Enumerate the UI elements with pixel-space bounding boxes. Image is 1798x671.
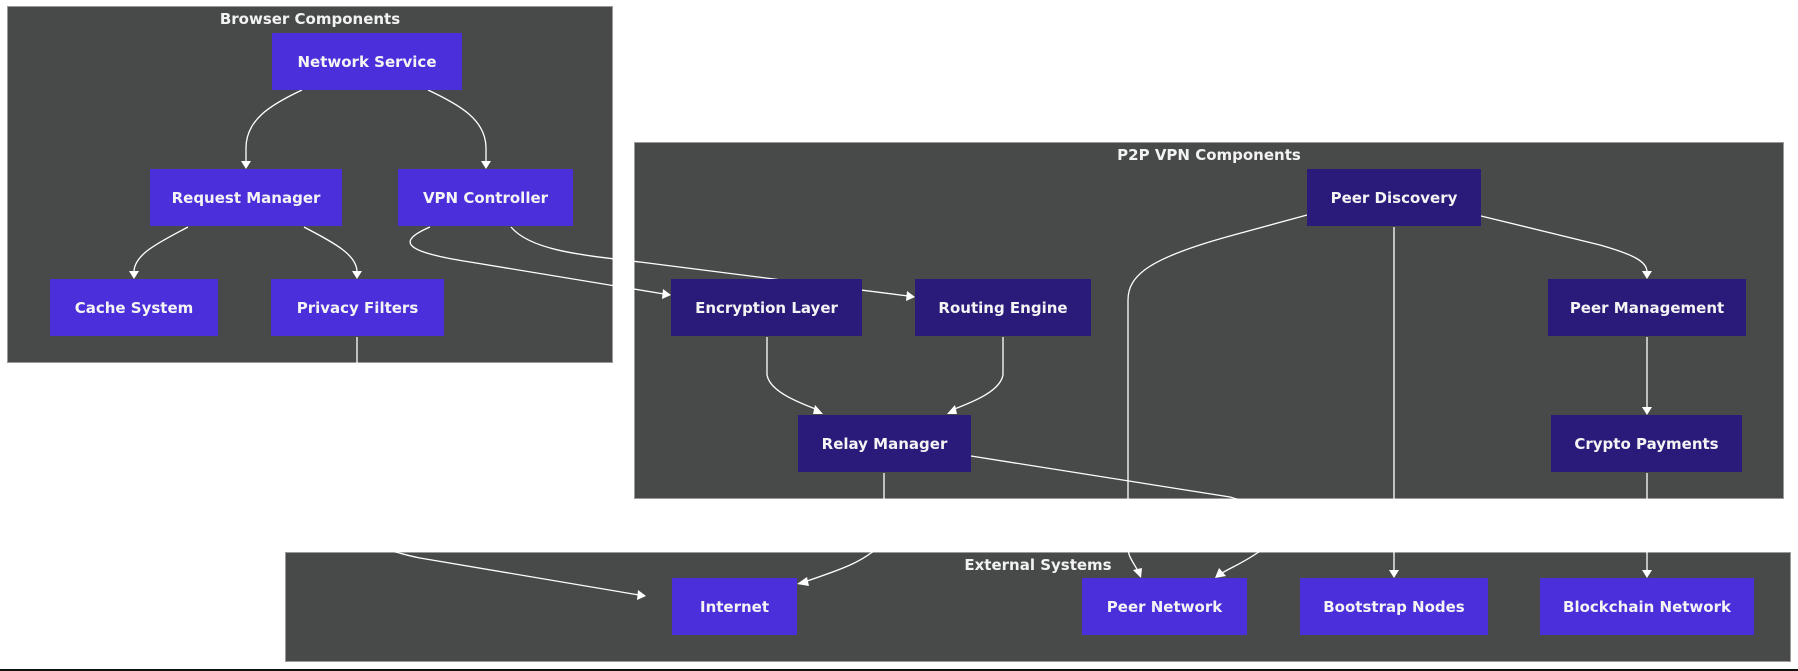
cluster-title-browser: Browser Components xyxy=(219,10,401,28)
node-crypto-payments[interactable]: Crypto Payments xyxy=(1551,415,1742,472)
node-peer-network[interactable]: Peer Network xyxy=(1082,578,1247,635)
node-label: Blockchain Network xyxy=(1563,597,1731,616)
node-label: Peer Network xyxy=(1106,597,1223,616)
node-relay-manager[interactable]: Relay Manager xyxy=(798,415,971,472)
node-privacy-filters[interactable]: Privacy Filters xyxy=(271,279,444,336)
node-encryption-layer[interactable]: Encryption Layer xyxy=(671,279,862,336)
node-blockchain-network[interactable]: Blockchain Network xyxy=(1540,578,1754,635)
node-label: Network Service xyxy=(297,52,437,71)
node-label: Privacy Filters xyxy=(296,298,419,317)
node-label: Relay Manager xyxy=(821,434,948,453)
node-label: Crypto Payments xyxy=(1574,434,1719,453)
node-vpn-controller[interactable]: VPN Controller xyxy=(398,169,573,226)
node-internet[interactable]: Internet xyxy=(672,578,797,635)
bottom-border xyxy=(0,669,1798,671)
node-label: Bootstrap Nodes xyxy=(1323,597,1465,616)
node-request-manager[interactable]: Request Manager xyxy=(150,169,342,226)
node-bootstrap-nodes[interactable]: Bootstrap Nodes xyxy=(1300,578,1488,635)
node-cache-system[interactable]: Cache System xyxy=(50,279,218,336)
node-label: Peer Management xyxy=(1569,298,1725,317)
node-network-service[interactable]: Network Service xyxy=(272,33,462,90)
node-label: Encryption Layer xyxy=(695,298,838,317)
node-peer-discovery[interactable]: Peer Discovery xyxy=(1307,169,1481,226)
node-label: Request Manager xyxy=(171,188,321,207)
node-label: Peer Discovery xyxy=(1330,188,1458,207)
cluster-title-external: External Systems xyxy=(964,556,1112,574)
cluster-title-p2p: P2P VPN Components xyxy=(1117,146,1301,164)
node-label: Routing Engine xyxy=(938,298,1068,317)
node-label: VPN Controller xyxy=(422,188,549,207)
node-peer-management[interactable]: Peer Management xyxy=(1548,279,1746,336)
node-routing-engine[interactable]: Routing Engine xyxy=(915,279,1091,336)
node-label: Internet xyxy=(699,597,770,616)
node-label: Cache System xyxy=(74,298,194,317)
